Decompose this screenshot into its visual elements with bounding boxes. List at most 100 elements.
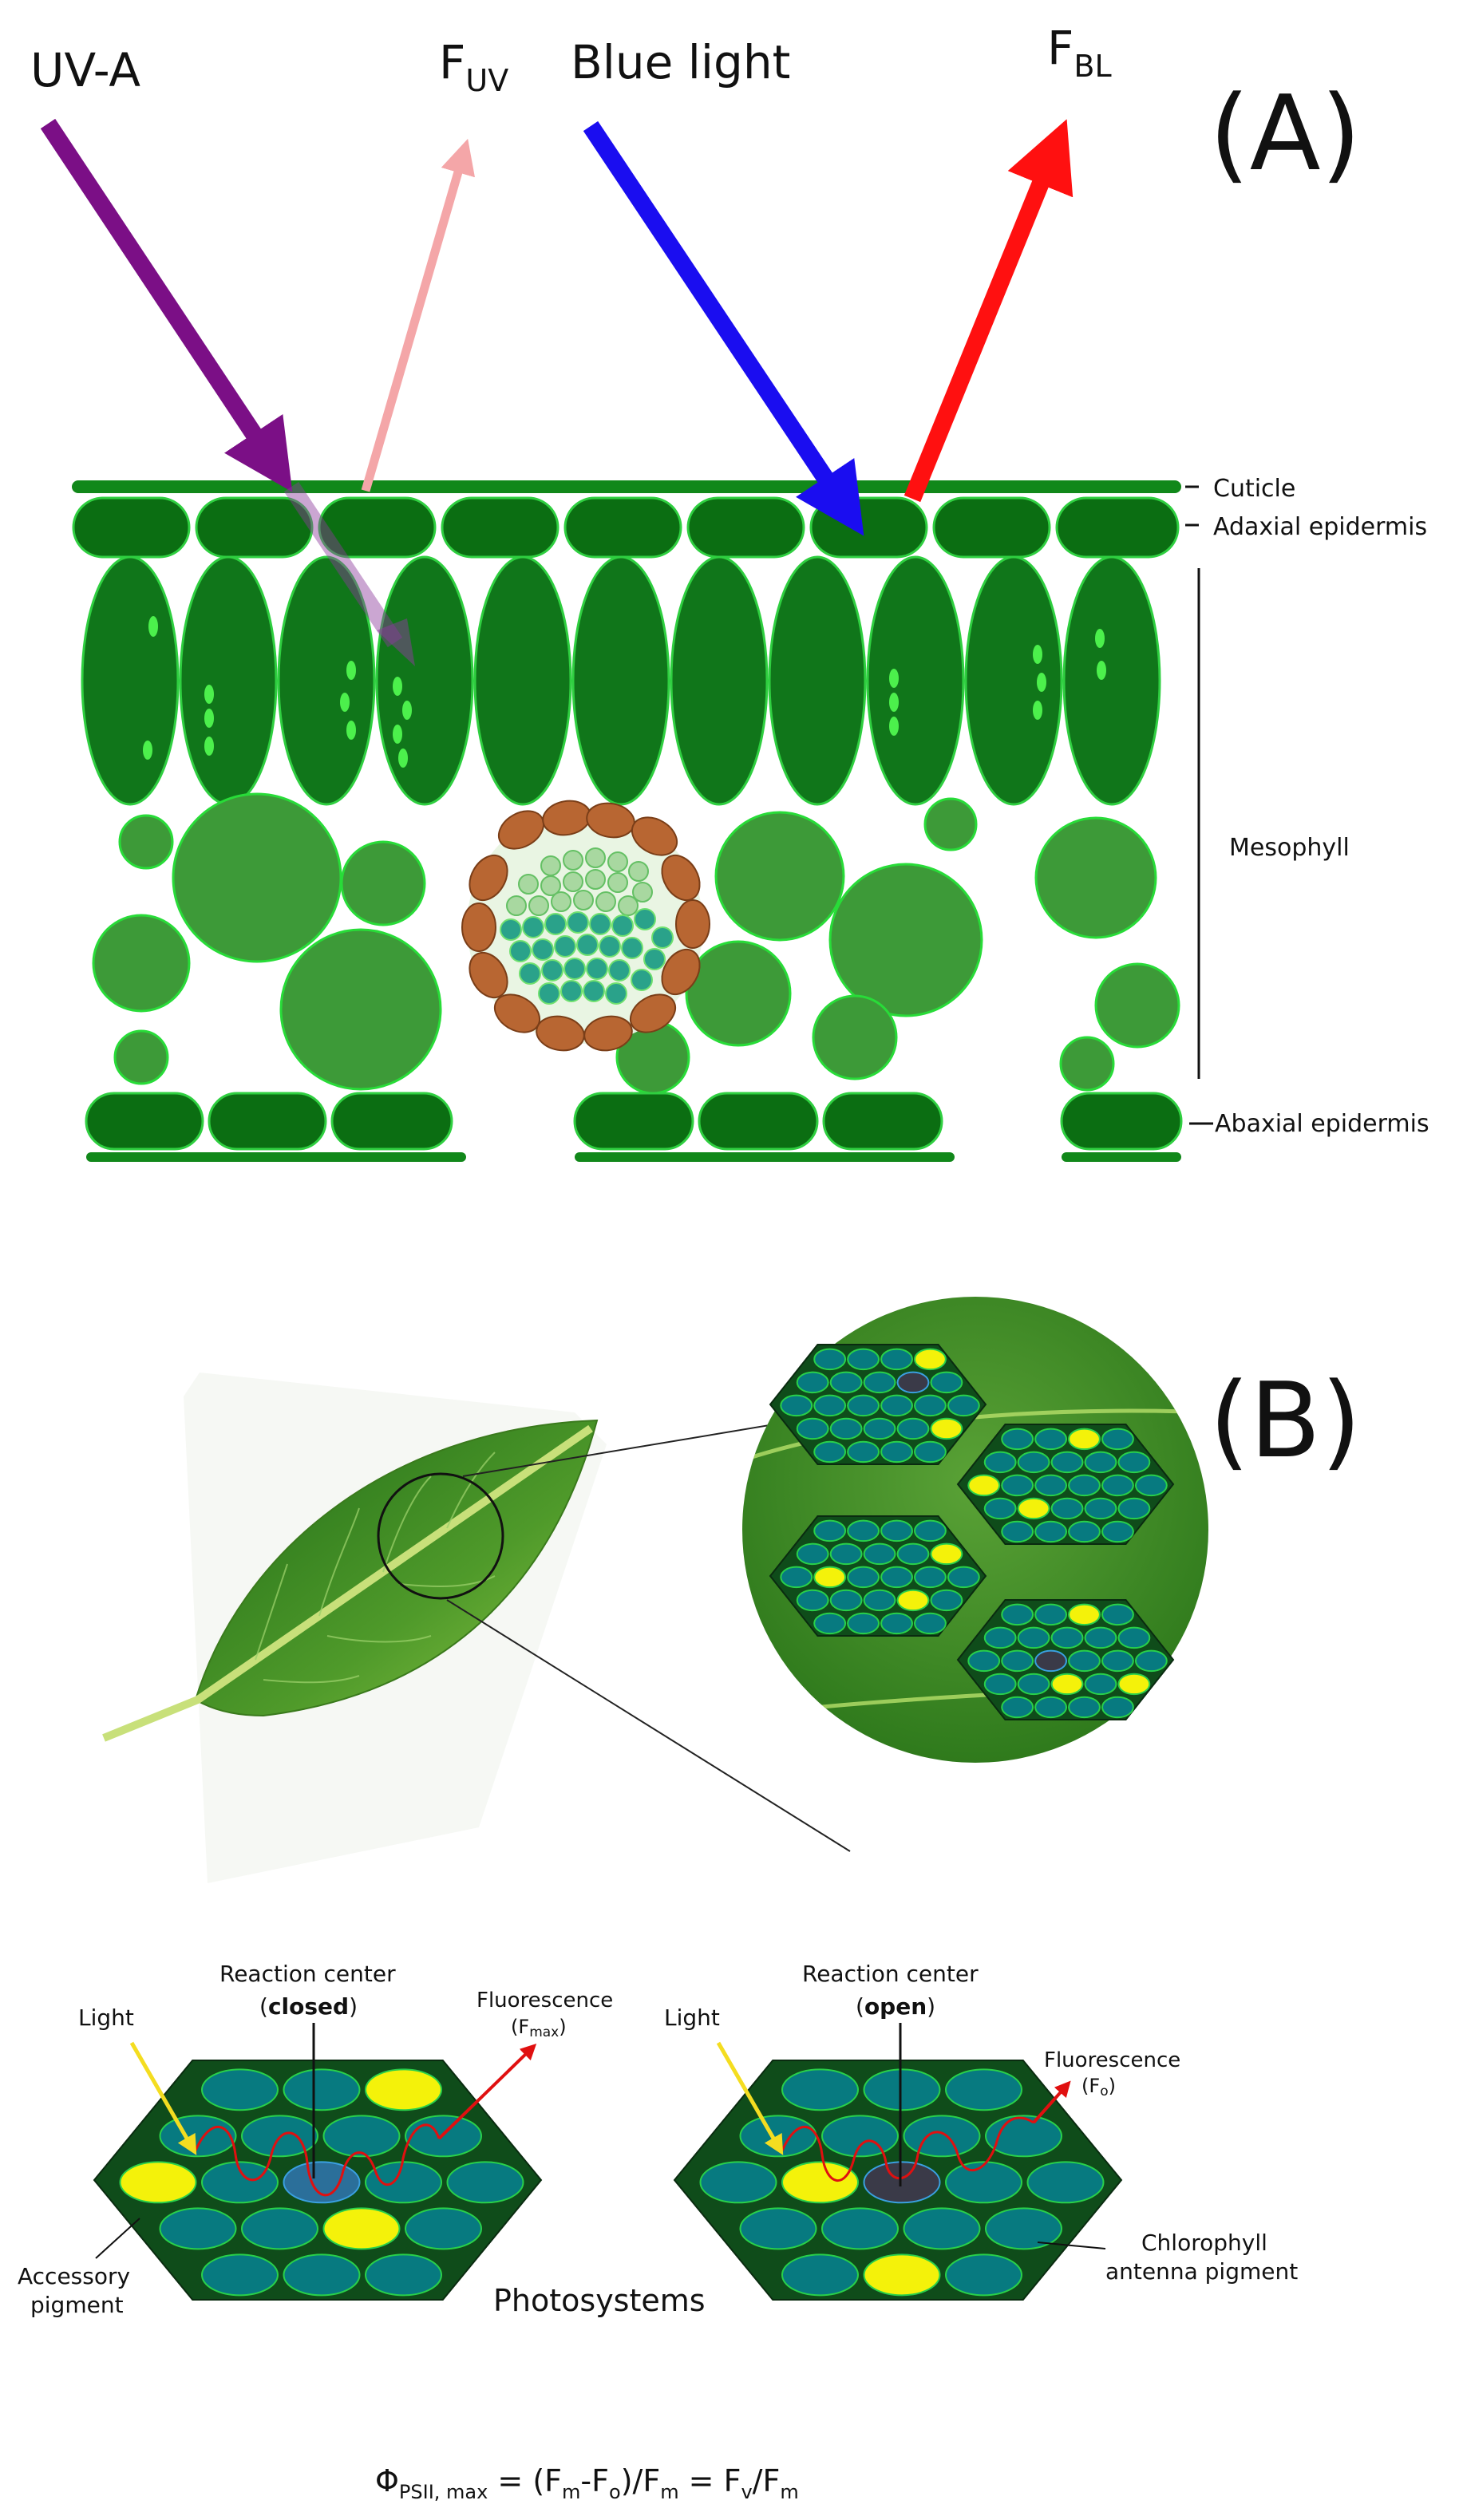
right-fluorescence-symbol: (Fo) xyxy=(1081,2075,1116,2099)
antenna-pigment xyxy=(1068,1520,1101,1543)
fv-fm-formula: ΦPSII, max = (Fm-Fo)/Fm = Fv/Fm xyxy=(375,2463,799,2503)
accessory-pigment xyxy=(781,2161,859,2204)
reaction-center xyxy=(1034,1649,1068,1673)
antenna-pigment xyxy=(930,1589,963,1612)
uva-label: UV-A xyxy=(30,43,140,97)
antenna-pigment xyxy=(880,1348,913,1371)
antenna-pigment xyxy=(365,2253,442,2297)
antenna-pigment xyxy=(1034,1520,1068,1543)
antenna-pigment xyxy=(985,2115,1062,2158)
antenna-pigment xyxy=(241,2207,318,2250)
antenna-pigment xyxy=(1034,1428,1068,1451)
adaxial-epidermis-label: Adaxial epidermis xyxy=(1213,513,1427,541)
panel-a-label: (A) xyxy=(1209,73,1361,194)
antenna-pigment xyxy=(699,2161,777,2204)
accessory-pigment xyxy=(930,1542,963,1566)
left-fluorescence-symbol: (Fmax) xyxy=(511,2016,567,2040)
antenna-pigment xyxy=(781,2068,859,2111)
antenna-pigment xyxy=(847,1348,880,1371)
antenna-pigment xyxy=(896,1542,930,1566)
antenna-pigment xyxy=(829,1417,863,1440)
panel-a: (A) xyxy=(30,21,1429,1162)
antenna-pigment xyxy=(1101,1520,1134,1543)
antenna-pigment xyxy=(1068,1474,1101,1497)
antenna-pigment xyxy=(914,1440,947,1463)
fbl-arrow xyxy=(904,119,1074,503)
antenna-pigment xyxy=(159,2207,237,2250)
antenna-pigment xyxy=(880,1566,913,1589)
antenna-pigment xyxy=(863,2068,941,2111)
antenna-pigment xyxy=(863,1542,896,1566)
antenna-pigment xyxy=(880,1440,913,1463)
antenna-pigment xyxy=(813,1440,847,1463)
antenna-pigment xyxy=(880,1612,913,1635)
antenna-pigment xyxy=(1117,1497,1151,1520)
antenna-pigment xyxy=(863,1371,896,1394)
accessory-pigment xyxy=(1050,1673,1084,1696)
right-reaction-center-state: (open) xyxy=(856,1993,935,2020)
antenna-pigment xyxy=(985,2207,1062,2250)
antenna-pigment xyxy=(1101,1603,1134,1626)
antenna-pigment xyxy=(880,1519,913,1542)
accessory-pigment xyxy=(967,1474,1001,1497)
antenna-pigment xyxy=(1134,1474,1168,1497)
antenna-pigment xyxy=(1101,1428,1134,1451)
antenna-pigment xyxy=(796,1417,829,1440)
antenna-pigment xyxy=(781,2253,859,2297)
antenna-pigment xyxy=(1001,1603,1034,1626)
chlorophyll-label-2: antenna pigment xyxy=(1105,2258,1298,2285)
accessory-pigment xyxy=(1117,1673,1151,1696)
chlorophyll-label-1: Chlorophyll xyxy=(1141,2230,1267,2256)
antenna-pigment xyxy=(945,2161,1022,2204)
antenna-pigment xyxy=(1101,1649,1134,1673)
leaf-zoom-spot xyxy=(377,1472,504,1600)
antenna-pigment xyxy=(903,2207,981,2250)
antenna-pigment xyxy=(201,2253,279,2297)
antenna-pigment xyxy=(903,2115,981,2158)
antenna-pigment xyxy=(947,1394,980,1417)
fbl-label: FBL xyxy=(1047,21,1112,84)
antenna-pigment xyxy=(322,2115,401,2158)
antenna-pigment xyxy=(821,2207,899,2250)
antenna-pigment xyxy=(914,1519,947,1542)
fluorescence-arrow-open xyxy=(1032,2080,1071,2124)
fuv-label: FUV xyxy=(439,35,508,98)
accessory-pigment-label-2: pigment xyxy=(30,2292,124,2318)
antenna-pigment xyxy=(880,1394,913,1417)
antenna-pigment xyxy=(1068,1696,1101,1719)
reaction-center xyxy=(863,2161,941,2204)
antenna-pigment xyxy=(1117,1626,1151,1649)
mini-photosystem-2 xyxy=(956,1424,1175,1545)
antenna-pigment xyxy=(813,1348,847,1371)
antenna-pigment xyxy=(847,1519,880,1542)
antenna-pigment xyxy=(1017,1451,1050,1474)
blue-light-arrow xyxy=(583,120,864,536)
antenna-pigment xyxy=(967,1649,1001,1673)
antenna-pigment xyxy=(1017,1673,1050,1696)
antenna-pigment xyxy=(796,1371,829,1394)
left-light-label: Light xyxy=(78,2005,134,2031)
spongy-mesophyll-cells xyxy=(92,792,1180,1095)
antenna-pigment xyxy=(863,1589,896,1612)
antenna-pigment xyxy=(847,1394,880,1417)
antenna-pigment xyxy=(365,2161,442,2204)
cuticle-layer xyxy=(72,480,1181,493)
antenna-pigment xyxy=(983,1497,1017,1520)
photosystems-label: Photosystems xyxy=(493,2283,706,2318)
reaction-center xyxy=(283,2161,361,2204)
fuv-arrow xyxy=(361,138,475,492)
accessory-pigment xyxy=(1068,1428,1101,1451)
leaf-petiole xyxy=(102,1424,593,1742)
antenna-pigment xyxy=(1134,1649,1168,1673)
antenna-pigment xyxy=(1084,1673,1117,1696)
accessory-pigment xyxy=(119,2161,197,2204)
left-reaction-center-state: (closed) xyxy=(259,1993,358,2020)
antenna-pigment xyxy=(947,1566,980,1589)
right-reaction-center-label: Reaction center xyxy=(802,1961,979,1987)
antenna-pigment xyxy=(1050,1451,1084,1474)
antenna-pigment xyxy=(739,2115,817,2158)
antenna-pigment xyxy=(945,2253,1022,2297)
right-fluorescence-label: Fluorescence xyxy=(1044,2048,1180,2072)
accessory-pigment-label-1: Accessory xyxy=(18,2263,130,2289)
